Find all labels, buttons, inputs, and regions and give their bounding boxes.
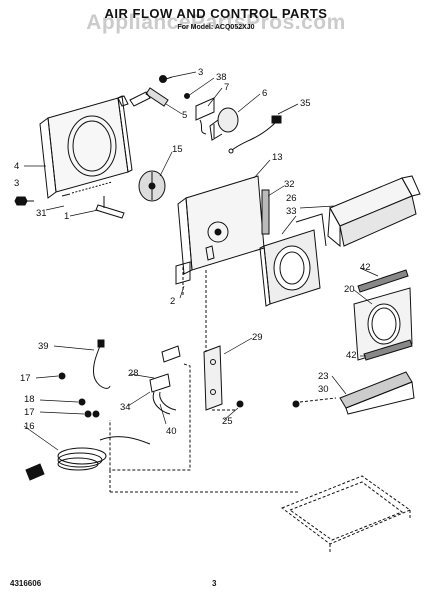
callout-number: 16 <box>24 421 35 432</box>
fan-blade-part <box>138 170 166 202</box>
screw-part <box>236 400 300 408</box>
callout-number: 26 <box>286 193 297 204</box>
control-bracket-vertical-part <box>203 345 223 411</box>
callout-numbers: 3 38 7 6 35 4 5 15 13 3 32 26 33 31 1 42… <box>14 67 371 437</box>
callout-number: 31 <box>36 208 47 219</box>
power-cord-coil-part <box>25 436 151 481</box>
blower-housing-part <box>259 213 327 307</box>
gasket-strip-part <box>357 269 409 293</box>
model-subtitle: For Model: ACQ052XJ0 <box>177 24 255 31</box>
callout-number: 20 <box>344 284 355 295</box>
callout-number: 4 <box>14 161 19 172</box>
rail-part <box>339 371 415 415</box>
diagram-title: AIR FLOW AND CONTROL PARTS <box>104 6 328 21</box>
callout-number: 40 <box>166 426 177 437</box>
gasket-strip-part <box>363 339 413 361</box>
callout-number: 7 <box>224 82 229 93</box>
callout-number: 42 <box>360 262 371 273</box>
motor-part <box>209 107 239 141</box>
callout-number: 34 <box>120 402 131 413</box>
callout-number: 28 <box>128 368 139 379</box>
callout-number: 15 <box>172 144 183 155</box>
control-bracket-part <box>129 87 169 107</box>
callout-number: 32 <box>284 179 295 190</box>
assembly-guide-lines <box>109 270 337 493</box>
callout-number: 6 <box>262 88 267 99</box>
callout-number: 3 <box>14 178 19 189</box>
callout-number: 17 <box>24 407 35 418</box>
screw-part <box>14 196 34 206</box>
side-panel-part <box>39 95 133 199</box>
control-knob-part <box>175 261 191 296</box>
callout-number: 38 <box>216 72 227 83</box>
orifice-panel-part <box>353 287 413 361</box>
callout-number: 30 <box>318 384 329 395</box>
callout-number: 29 <box>252 332 263 343</box>
insulation-strip-part <box>261 189 270 235</box>
power-cord-part <box>228 115 282 154</box>
base-pan-outline <box>280 475 412 552</box>
callout-number: 23 <box>318 371 329 382</box>
bulkhead-panel-part <box>177 175 265 275</box>
callout-number: 2 <box>170 296 175 307</box>
document-number: 4316606 <box>10 579 42 588</box>
switch-bracket-part <box>184 93 215 135</box>
watermark: AppliancePartsPros.com <box>86 11 346 34</box>
air-duct-part <box>327 175 421 248</box>
callout-number: 39 <box>38 341 49 352</box>
screw-part <box>159 75 173 83</box>
wire-harness-part <box>93 339 111 389</box>
page-number: 3 <box>212 579 217 588</box>
callout-number: 33 <box>286 206 297 217</box>
bracket-part <box>95 196 125 219</box>
callout-leader-lines <box>23 71 379 451</box>
callout-number: 25 <box>222 416 233 427</box>
callout-number: 18 <box>24 394 35 405</box>
callout-number: 35 <box>300 98 311 109</box>
callout-number: 5 <box>182 110 187 121</box>
callout-number: 42 <box>346 350 357 361</box>
callout-number: 3 <box>198 67 203 78</box>
thermostat-part <box>149 345 181 415</box>
callout-number: 17 <box>20 373 31 384</box>
screw-part <box>58 372 100 418</box>
callout-number: 13 <box>272 152 283 163</box>
callout-number: 1 <box>64 211 69 222</box>
